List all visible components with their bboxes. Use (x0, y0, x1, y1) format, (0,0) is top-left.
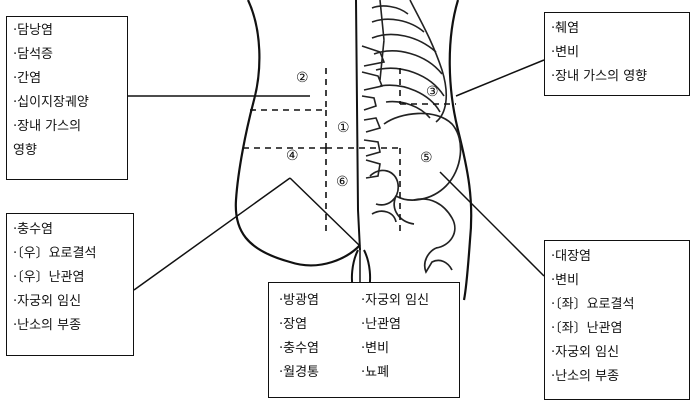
condition-item: ·난관염 (361, 313, 429, 337)
condition-item: ·충수염 (279, 337, 319, 361)
region-label-4: ④ (286, 148, 299, 164)
bottom-center-conditions-box: ·방광염 ·장염 ·충수염 ·월경통 ·자궁외 임신 ·난관염 ·변비 ·뇨폐 (268, 282, 460, 398)
condition-item: ·장내 가스의 (13, 115, 121, 139)
condition-item: ·장내 가스의 영향 (551, 65, 683, 89)
conditions-column-left: ·방광염 ·장염 ·충수염 ·월경통 (279, 289, 319, 385)
mid-left-conditions-box: ·충수염 ·〔우〕요로결석 ·〔우〕난관염 ·자궁외 임신 ·난소의 부종 (6, 213, 134, 356)
condition-item: ·췌염 (551, 17, 683, 41)
condition-item: ·담낭염 (13, 19, 121, 43)
condition-item: ·난소의 부종 (13, 314, 127, 338)
condition-item: ·간염 (13, 67, 121, 91)
body-midline (356, 0, 360, 250)
region-label-5: ⑤ (420, 150, 433, 166)
condition-item: ·대장염 (551, 245, 683, 269)
condition-item: ·변비 (361, 337, 429, 361)
condition-item: ·방광염 (279, 289, 319, 313)
condition-item: ·난소의 부종 (551, 365, 683, 389)
condition-item: ·〔좌〕난관염 (551, 317, 683, 341)
upper-left-conditions-box: ·담낭염 ·담석증 ·간염 ·십이지장궤양 ·장내 가스의 영향 (6, 16, 128, 180)
condition-item: 영향 (13, 139, 121, 163)
lower-right-conditions-box: ·대장염 ·변비 ·〔좌〕요로결석 ·〔좌〕난관염 ·자궁외 임신 ·난소의 부… (544, 240, 690, 400)
condition-item: ·변비 (551, 41, 683, 65)
conditions-column-right: ·자궁외 임신 ·난관염 ·변비 ·뇨폐 (361, 289, 429, 385)
condition-item: ·자궁외 임신 (551, 341, 683, 365)
condition-item: ·충수염 (13, 218, 127, 242)
condition-item: ·뇨폐 (361, 361, 429, 385)
condition-item: ·자궁외 임신 (361, 289, 429, 313)
condition-item: ·십이지장궤양 (13, 91, 121, 115)
condition-item: ·담석증 (13, 43, 121, 67)
region-label-1: ① (337, 120, 350, 136)
region-label-2: ② (296, 70, 309, 86)
condition-item: ·장염 (279, 313, 319, 337)
condition-item: ·〔좌〕요로결석 (551, 293, 683, 317)
condition-item: ·월경통 (279, 361, 319, 385)
condition-item: ·〔우〕요로결석 (13, 242, 127, 266)
upper-right-conditions-box: ·췌염 ·변비 ·장내 가스의 영향 (544, 12, 690, 96)
region-label-3: ③ (426, 84, 439, 100)
region-label-6: ⑥ (336, 174, 349, 190)
condition-item: ·자궁외 임신 (13, 290, 127, 314)
condition-item: ·〔우〕난관염 (13, 266, 127, 290)
condition-item: ·변비 (551, 269, 683, 293)
pelvis (370, 113, 461, 272)
